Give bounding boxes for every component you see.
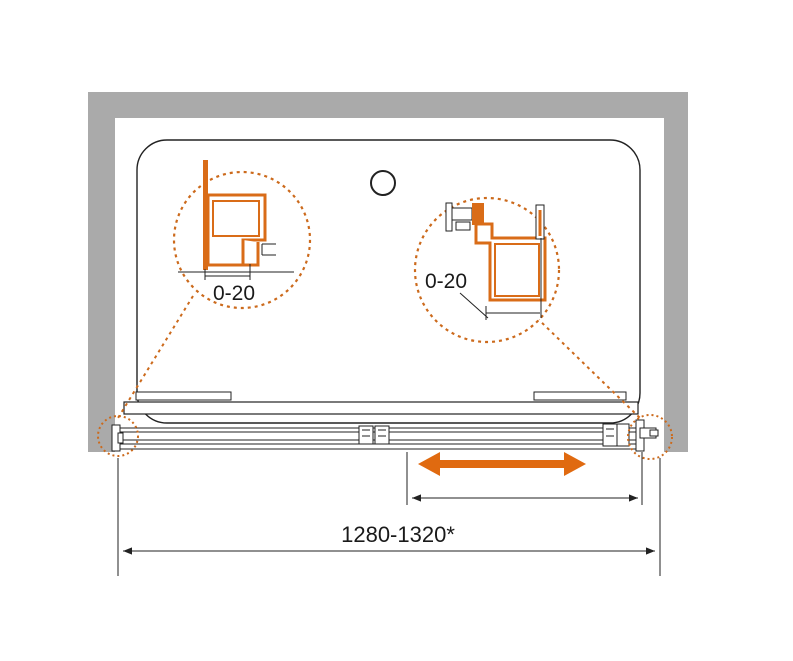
detail-callout-right: 0-20 bbox=[413, 196, 561, 344]
slide-direction-arrow-icon bbox=[418, 452, 586, 476]
callout-leader-right bbox=[536, 317, 641, 419]
callout-leader-left bbox=[117, 295, 194, 419]
shower-tray bbox=[136, 139, 641, 424]
door-roller-center bbox=[358, 425, 390, 445]
overall-width-label: 1280-1320* bbox=[341, 522, 455, 547]
detail-callout-left: 0-20 bbox=[172, 160, 312, 310]
callout-target-left bbox=[97, 415, 139, 457]
callout-target-right bbox=[627, 414, 673, 460]
right-wall-profile bbox=[635, 419, 659, 452]
drain-icon bbox=[370, 170, 396, 196]
tolerance-label-left: 0-20 bbox=[213, 282, 255, 305]
overall-width-dimension bbox=[117, 458, 661, 576]
opening-dimension bbox=[406, 452, 643, 505]
tolerance-label-right: 0-20 bbox=[425, 270, 467, 293]
guide-rail bbox=[123, 401, 639, 415]
left-wall-profile bbox=[111, 424, 124, 452]
door-roller-right bbox=[602, 423, 630, 447]
